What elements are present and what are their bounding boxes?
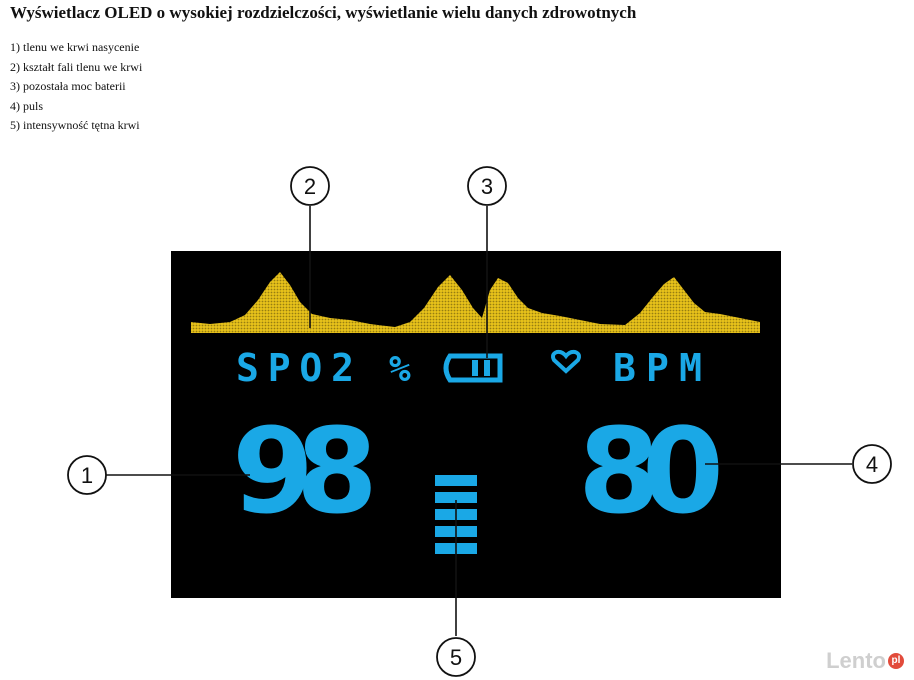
callout-number-2: 2 xyxy=(304,174,316,199)
feature-item: 3) pozostała moc baterii xyxy=(10,79,126,93)
callout-circle-4 xyxy=(852,444,892,484)
spo2-value: 98 xyxy=(232,402,378,540)
watermark-badge: pl xyxy=(888,653,904,669)
callout-number-5: 5 xyxy=(450,645,462,670)
callout-number-1: 1 xyxy=(81,463,93,488)
callout-number-3: 3 xyxy=(481,174,493,199)
pulse-value: 80 xyxy=(578,402,724,540)
feature-list: 1) tlenu we krwi nasycenie 2) kształt fa… xyxy=(10,38,142,136)
pulse-bar-segment xyxy=(435,475,477,486)
battery-icon xyxy=(443,353,503,383)
callout-number-4: 4 xyxy=(866,452,878,477)
wave-dot-texture xyxy=(191,270,761,334)
pulse-bar-segment xyxy=(435,492,477,503)
page-title: Wyświetlacz OLED o wysokiej rozdzielczoś… xyxy=(10,3,637,22)
feature-item: 1) tlenu we krwi nasycenie xyxy=(10,40,140,54)
feature-item: 4) puls xyxy=(10,98,43,113)
feature-item: 2) kształt fali tlenu we krwi xyxy=(10,59,143,74)
callout-circle-2 xyxy=(290,166,330,206)
feature-item: 5) intensywność tętna krwi xyxy=(10,118,140,132)
percent-label: % xyxy=(389,349,411,390)
callout-circle-1 xyxy=(67,455,107,495)
callout-circle-3 xyxy=(467,166,507,206)
heart-icon xyxy=(551,349,581,374)
bpm-label: BPM xyxy=(613,346,705,390)
watermark-text: Lento xyxy=(826,648,886,673)
watermark: Lento pl xyxy=(826,648,904,674)
callout-circle-5 xyxy=(436,637,476,677)
